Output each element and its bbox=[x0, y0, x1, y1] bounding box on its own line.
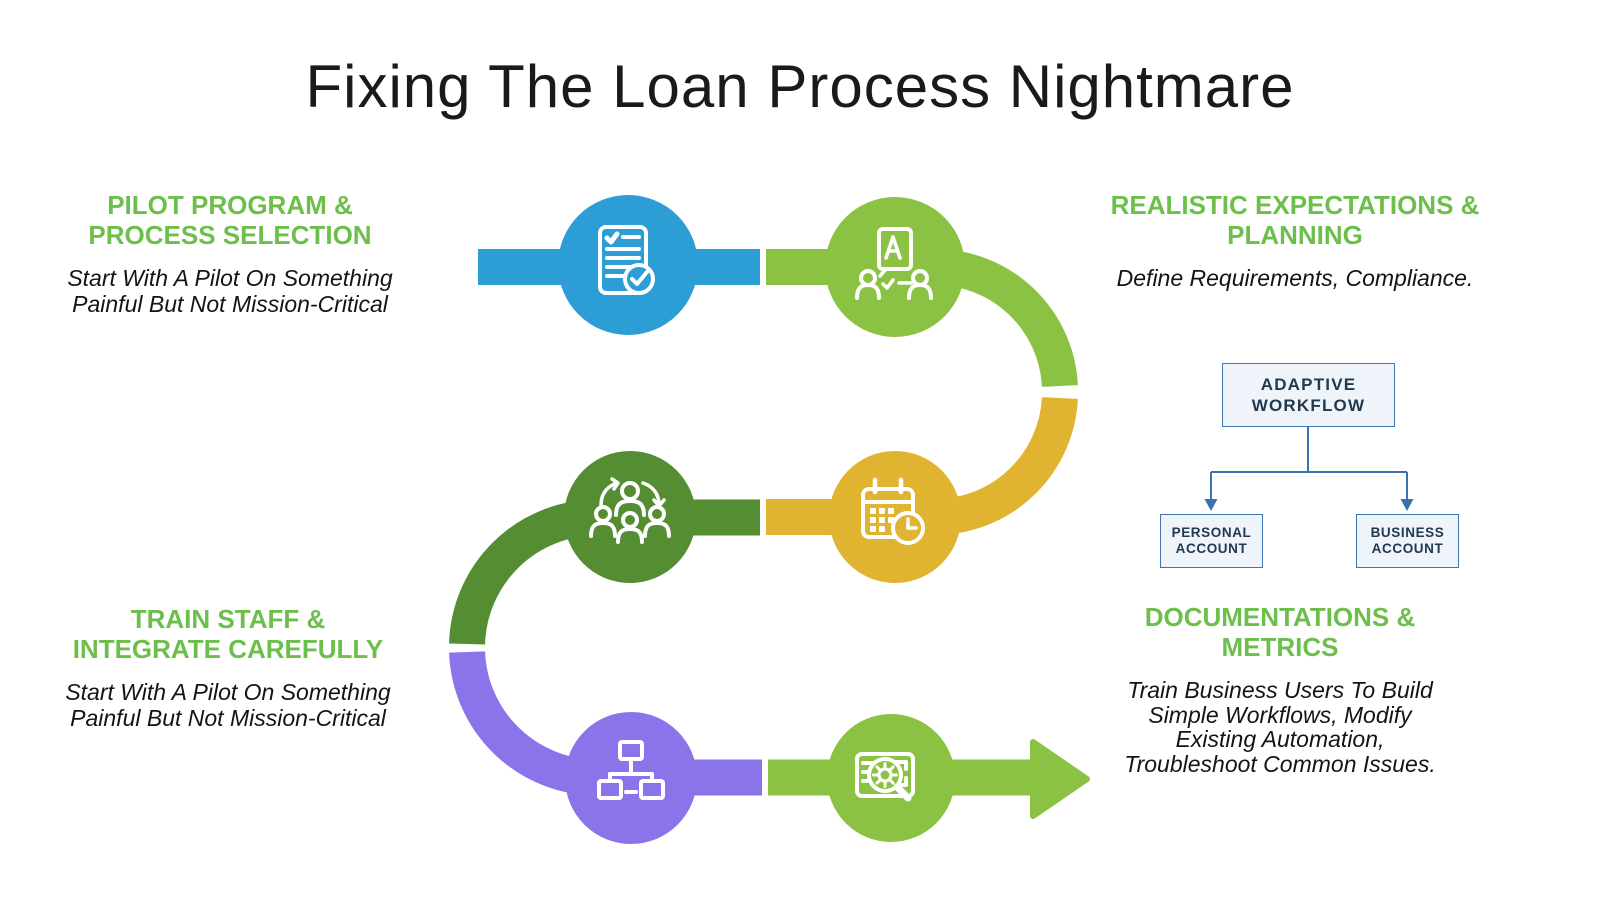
team-collaboration-icon bbox=[589, 477, 671, 544]
flowchart-node-adaptive-workflow: ADAPTIVE WORKFLOW bbox=[1222, 363, 1395, 427]
section-train-staff: TRAIN STAFF & INTEGRATE CAREFULLY Start … bbox=[28, 604, 428, 731]
section-body: Start With A Pilot On Something Painful … bbox=[67, 265, 393, 317]
section-heading: PILOT PROGRAM & PROCESS SELECTION bbox=[88, 190, 372, 250]
flow-bands bbox=[449, 249, 1078, 796]
process-review-search-icon bbox=[855, 752, 915, 802]
org-chart-icon bbox=[597, 740, 665, 800]
arrow-down-icon bbox=[1204, 499, 1218, 511]
section-heading: REALISTIC EXPECTATIONS & PLANNING bbox=[1110, 190, 1480, 250]
flowchart-node-personal-account: PERSONAL ACCOUNT bbox=[1160, 514, 1263, 568]
calendar-clock-icon bbox=[861, 477, 925, 545]
flowchart-connectors bbox=[1210, 427, 1408, 501]
section-body: Train Business Users To Build Simple Wor… bbox=[1124, 677, 1436, 777]
checklist-document-icon bbox=[598, 225, 655, 295]
section-realistic-expectations: REALISTIC EXPECTATIONS & PLANNING Define… bbox=[1080, 190, 1510, 292]
section-heading: TRAIN STAFF & INTEGRATE CAREFULLY bbox=[72, 604, 384, 664]
circle-planning bbox=[829, 451, 961, 583]
section-body: Start With A Pilot On Something Painful … bbox=[65, 679, 391, 731]
arrow-down-icon bbox=[1400, 499, 1414, 511]
section-pilot-program: PILOT PROGRAM & PROCESS SELECTION Start … bbox=[30, 190, 430, 317]
page-title: Fixing The Loan Process Nightmare bbox=[305, 53, 1295, 120]
flowchart-node-business-account: BUSINESS ACCOUNT bbox=[1356, 514, 1459, 568]
training-presentation-icon bbox=[855, 227, 933, 300]
circle-train bbox=[564, 451, 696, 583]
section-documentations: DOCUMENTATIONS & METRICS Train Business … bbox=[1080, 602, 1480, 776]
section-heading: DOCUMENTATIONS & METRICS bbox=[1144, 602, 1416, 662]
circle-integrate bbox=[565, 712, 697, 844]
flow-arrowhead bbox=[1030, 739, 1090, 819]
section-body: Define Requirements, Compliance. bbox=[1116, 265, 1474, 291]
